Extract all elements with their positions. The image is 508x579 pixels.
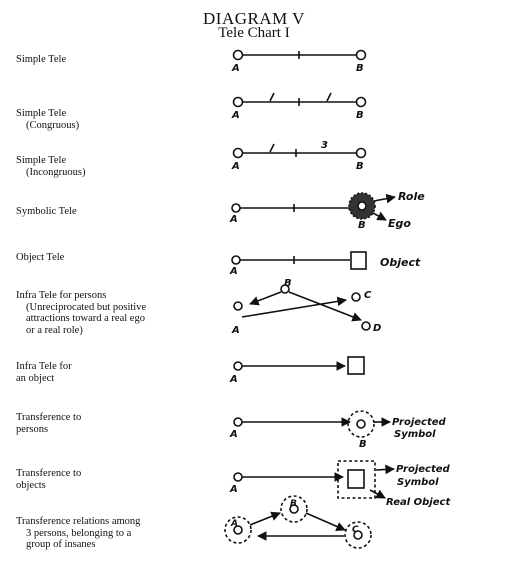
row-label-text: Object Tele [16, 252, 65, 263]
row-sublabel: (Incongruous) [26, 166, 86, 178]
label-a: A [229, 214, 238, 225]
label-a: A [229, 374, 238, 385]
label-b: B [356, 161, 364, 172]
infra-tele-persons-diagram [233, 284, 371, 331]
row-sublabel: an object [16, 372, 55, 384]
symbolic-tele-diagram [231, 192, 396, 221]
label-a: A [231, 325, 240, 336]
label-real-object: Real Object [386, 497, 451, 508]
row-label-simple-tele: Simple Tele [16, 54, 66, 66]
label-b: B [356, 63, 364, 74]
label-projected: Projected [396, 464, 451, 475]
label-a: A [229, 484, 238, 495]
row-label-text: Simple Tele [16, 155, 67, 166]
row-label-text: Infra Tele for [16, 361, 72, 372]
row-sublabel: (Unreciprocated but positive [26, 301, 147, 313]
label-symbol: Symbol [394, 429, 436, 440]
row-label-infra-tele-persons: Infra Tele for persons (Unreciprocated b… [16, 290, 146, 336]
row-sublabel: (Congruous) [26, 119, 80, 131]
row-label-text: Simple Tele [16, 108, 67, 119]
label-c: C [352, 525, 359, 535]
label-b: B [284, 278, 292, 289]
label-a: A [231, 161, 240, 172]
label-a: A [229, 429, 238, 440]
row-label-text: Symbolic Tele [16, 206, 77, 217]
row-label-text: Transference relations among [16, 516, 141, 527]
row-label-transference-insanes: Transference relations among 3 persons, … [16, 516, 140, 551]
transference-insanes-diagram [224, 495, 372, 549]
label-a: A [231, 63, 240, 74]
label-a: A [229, 266, 238, 277]
row-sublabel: attractions toward a real ego [26, 313, 145, 324]
row-label-text: Transference to [16, 412, 82, 423]
label-three: 3 [321, 140, 328, 151]
label-ego: Ego [388, 217, 411, 230]
label-a: A [230, 519, 238, 529]
object-tele-diagram [231, 251, 367, 270]
label-b: B [358, 220, 366, 231]
simple-tele-diagram [232, 49, 367, 61]
label-object: Object [380, 256, 421, 269]
label-symbol: Symbol [397, 477, 439, 488]
row-label-transference-persons: Transference to persons [16, 412, 81, 435]
row-sublabel: persons [16, 423, 49, 435]
label-role: Role [398, 190, 425, 203]
label-a: A [231, 110, 240, 121]
label-b: B [359, 439, 367, 450]
simple-tele-congruous-diagram [232, 92, 367, 108]
row-label-simple-tele-congruous: Simple Tele (Congruous) [16, 108, 79, 131]
row-label-symbolic-tele: Symbolic Tele [16, 206, 77, 218]
row-sublabel: 3 persons, belonging to a [26, 527, 132, 539]
transference-objects-diagram [233, 460, 395, 499]
row-sublabel: or a real role) [26, 324, 83, 336]
transference-persons-diagram [233, 410, 391, 438]
label-c: C [364, 290, 372, 301]
row-label-simple-tele-incongruous: Simple Tele (Incongruous) [16, 155, 85, 178]
label-b: B [290, 499, 297, 509]
label-b: B [356, 110, 364, 121]
diagram-title: DIAGRAM V [203, 9, 305, 28]
simple-tele-incongruous-diagram [232, 143, 367, 159]
row-label-transference-objects: Transference to objects [16, 468, 81, 491]
row-sublabel: objects [16, 479, 46, 491]
row-label-object-tele: Object Tele [16, 252, 64, 264]
diagram-subtitle: Tele Chart I [218, 25, 290, 41]
row-label-infra-tele-object: Infra Tele for an object [16, 361, 72, 384]
row-sublabel: group of insanes [26, 539, 96, 550]
label-projected: Projected [392, 417, 447, 428]
label-d: D [373, 323, 381, 334]
row-label-text: Infra Tele for persons [16, 290, 107, 301]
infra-tele-object-diagram [233, 356, 365, 375]
row-label-text: Transference to [16, 468, 82, 479]
row-label-text: Simple Tele [16, 54, 67, 65]
